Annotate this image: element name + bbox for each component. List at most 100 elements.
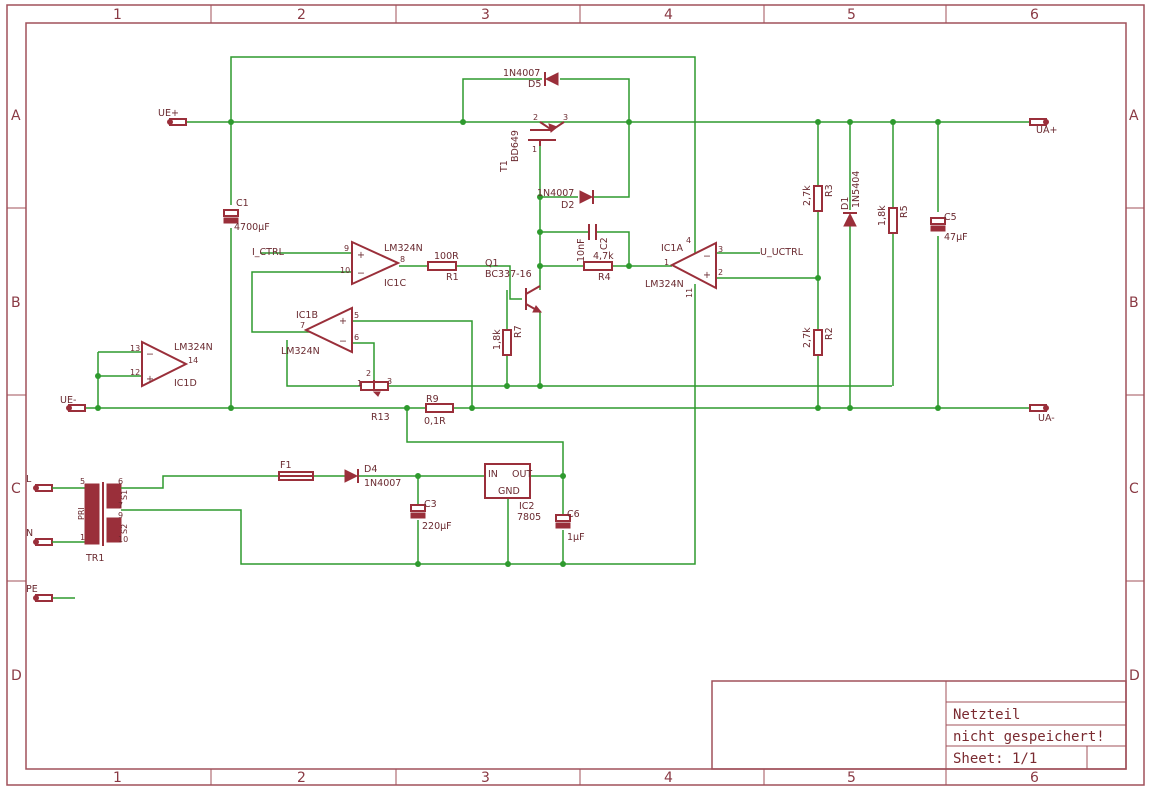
svg-text:LM324N: LM324N <box>384 243 423 254</box>
svg-text:UA-: UA- <box>1038 413 1055 424</box>
svg-text:8: 8 <box>400 255 405 264</box>
net-label-i-ctrl: I_CTRL <box>252 247 285 258</box>
svg-text:U_UCTRL: U_UCTRL <box>760 247 804 258</box>
svg-text:6: 6 <box>118 477 123 486</box>
svg-text:Q1: Q1 <box>485 258 499 269</box>
svg-text:I_CTRL: I_CTRL <box>252 247 285 258</box>
svg-text:IC1D: IC1D <box>174 378 197 389</box>
grid-markers <box>7 5 1144 785</box>
svg-text:2: 2 <box>718 268 723 277</box>
svg-text:R3: R3 <box>824 184 835 197</box>
svg-text:D2: D2 <box>561 200 574 211</box>
diode-d4: D4 1N4007 <box>344 464 401 489</box>
resistor-r5: 1,8k R5 <box>877 205 910 234</box>
grid-labels: 1 2 3 4 5 6 1 2 3 4 5 6 A B C D A B C D <box>11 7 1140 786</box>
svg-text:L: L <box>26 474 32 485</box>
capacitor-c6: C6 1µF <box>555 509 585 543</box>
row-label: A <box>1129 108 1139 124</box>
svg-text:9: 9 <box>344 244 349 253</box>
svg-text:−: − <box>703 251 711 262</box>
svg-text:IC1B: IC1B <box>296 310 318 321</box>
svg-text:R4: R4 <box>598 272 611 283</box>
potentiometer-r13: 1 2 3 R13 <box>357 369 392 423</box>
capacitor-c2: C2 10nF <box>576 224 610 262</box>
svg-text:7805: 7805 <box>517 512 541 523</box>
svg-text:1µF: 1µF <box>567 532 585 543</box>
svg-text:+: + <box>146 374 154 385</box>
svg-text:1: 1 <box>357 379 362 388</box>
svg-text:TR1: TR1 <box>85 553 104 564</box>
svg-text:LM324N: LM324N <box>281 346 320 357</box>
row-label: C <box>11 481 21 497</box>
svg-text:C6: C6 <box>567 509 580 520</box>
svg-text:3: 3 <box>718 245 723 254</box>
connector-ua-plus: UA+ <box>1029 118 1057 136</box>
svg-text:GND: GND <box>498 486 520 497</box>
resistor-r1: 100R R1 <box>427 251 459 283</box>
svg-text:R2: R2 <box>824 327 835 340</box>
svg-text:1,8k: 1,8k <box>877 205 888 226</box>
row-label: C <box>1129 481 1139 497</box>
svg-text:−: − <box>339 336 347 347</box>
col-label: 6 <box>1030 7 1039 23</box>
transistor-t1: 2 3 1 T1 BD649 <box>499 113 568 173</box>
svg-text:+: + <box>357 250 365 261</box>
svg-text:4: 4 <box>686 236 691 245</box>
svg-text:2: 2 <box>366 369 371 378</box>
connector-ua-minus: UA- <box>1029 404 1055 424</box>
svg-text:4,7k: 4,7k <box>593 251 614 262</box>
svg-text:1,8k: 1,8k <box>492 329 503 350</box>
svg-text:S2: S2 <box>120 524 129 534</box>
svg-text:D1: D1 <box>840 197 851 210</box>
svg-text:5: 5 <box>354 311 359 320</box>
svg-text:+: + <box>703 270 711 281</box>
svg-text:PE: PE <box>26 584 38 595</box>
svg-text:BD649: BD649 <box>510 130 521 162</box>
sheet-number-text: Sheet: 1/1 <box>953 751 1037 767</box>
resistor-r9: R9 0,1R <box>424 394 454 427</box>
row-label: D <box>1129 668 1140 684</box>
svg-text:14: 14 <box>188 356 198 365</box>
svg-text:2,7k: 2,7k <box>802 185 813 206</box>
svg-text:2,7k: 2,7k <box>802 327 813 348</box>
svg-text:4700µF: 4700µF <box>234 222 270 233</box>
col-label: 1 <box>113 770 122 786</box>
resistor-r3: 2,7k R3 <box>802 184 835 212</box>
svg-text:R9: R9 <box>426 394 439 405</box>
svg-text:10: 10 <box>118 535 128 544</box>
svg-text:R5: R5 <box>899 205 910 218</box>
opamp-ic1d: −+ 13 12 14 LM324N IC1D <box>130 340 213 389</box>
svg-text:11: 11 <box>685 288 694 298</box>
svg-text:0,1R: 0,1R <box>424 416 446 427</box>
svg-text:UE-: UE- <box>60 395 76 406</box>
svg-text:12: 12 <box>130 368 140 377</box>
svg-text:LM324N: LM324N <box>645 279 684 290</box>
col-label: 3 <box>481 7 490 23</box>
diode-d1: D1 1N5404 <box>840 171 862 227</box>
svg-text:1N4007: 1N4007 <box>503 68 540 79</box>
svg-text:1: 1 <box>664 258 669 267</box>
connector-ue-plus: UE+ <box>158 108 187 126</box>
svg-text:D5: D5 <box>528 79 541 90</box>
diode-d5: 1N4007 D5 <box>503 68 559 90</box>
transformer-tr1: 5 1 6 7 9 10 PRI S1 S2 TR1 <box>77 477 129 564</box>
title-text: Netzteil <box>953 707 1020 723</box>
svg-text:PRI: PRI <box>77 507 86 520</box>
col-label: 5 <box>847 770 856 786</box>
svg-text:1N4007: 1N4007 <box>364 478 401 489</box>
svg-text:−: − <box>357 268 365 279</box>
col-label: 5 <box>847 7 856 23</box>
svg-text:7: 7 <box>300 321 305 330</box>
svg-text:UA+: UA+ <box>1036 125 1057 136</box>
junctions <box>95 119 941 567</box>
opamp-ic1a: −+ 3 2 1 4 11 IC1A LM324N <box>645 236 723 298</box>
row-label: B <box>1129 295 1139 311</box>
col-label: 1 <box>113 7 122 23</box>
connector-ue-minus: UE- <box>60 395 86 412</box>
title-block: Netzteil nicht gespeichert! Sheet: 1/1 <box>711 680 1127 770</box>
fuse-f1: F1 <box>278 460 314 481</box>
svg-text:F1: F1 <box>280 460 292 471</box>
svg-text:7: 7 <box>118 501 123 510</box>
svg-text:N: N <box>26 528 33 539</box>
